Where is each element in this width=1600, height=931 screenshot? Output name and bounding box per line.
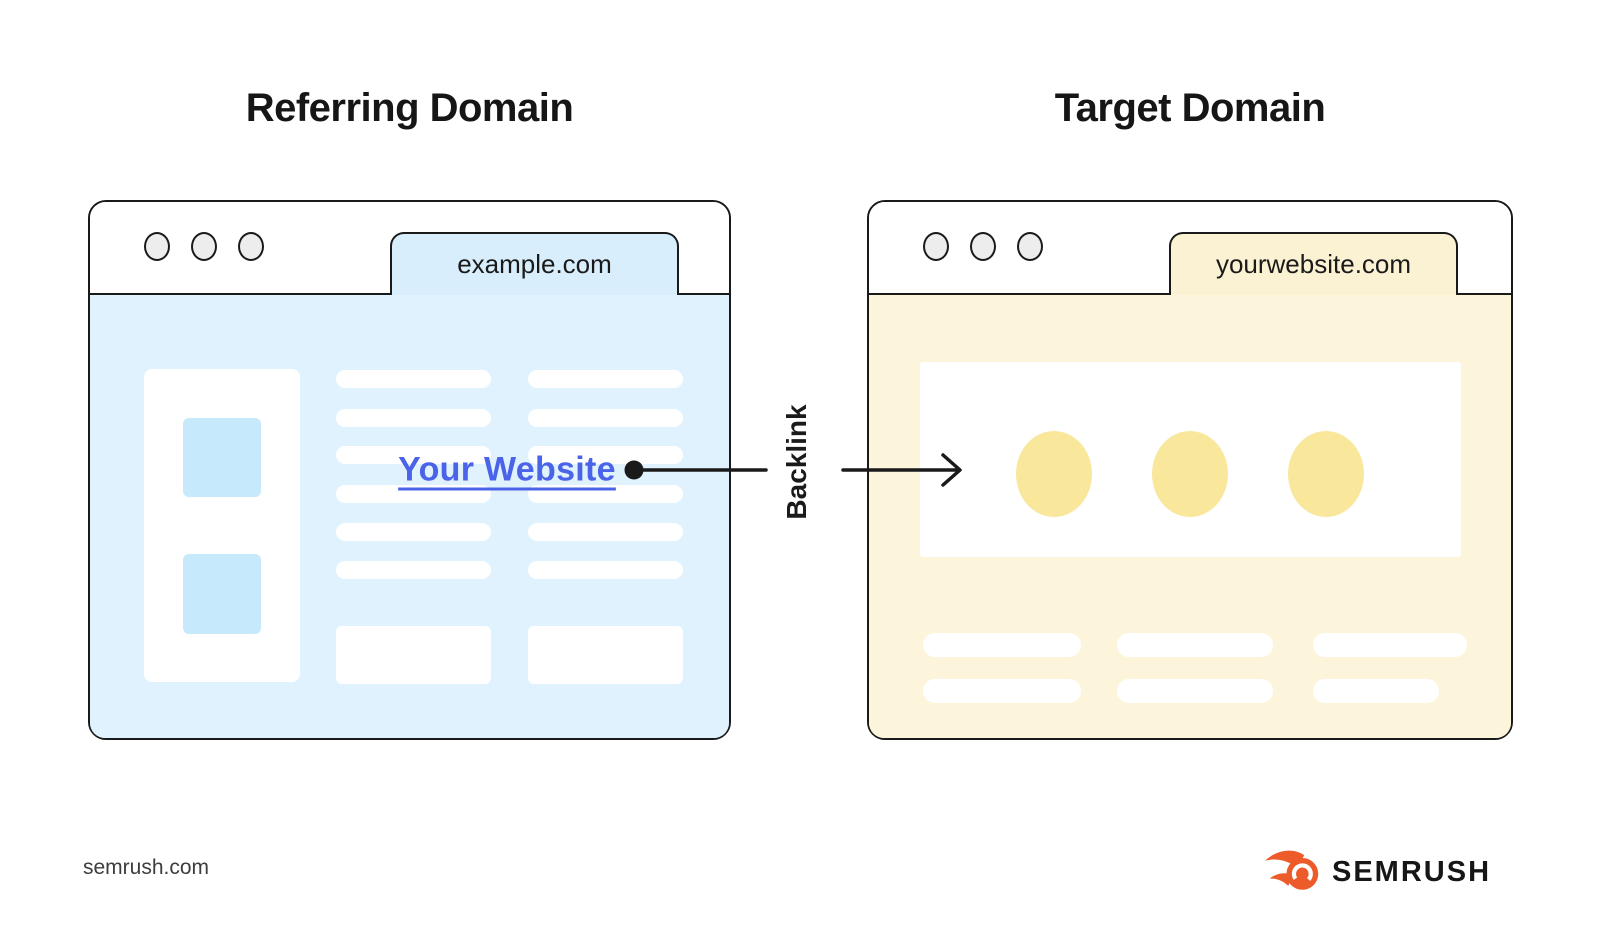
window-control-dot: [144, 232, 170, 261]
text-line-placeholder: [1117, 679, 1273, 703]
target-domain-title: Target Domain: [1054, 85, 1326, 130]
text-line-placeholder: [336, 446, 491, 464]
text-line-placeholder: [528, 446, 683, 464]
text-line-placeholder: [336, 561, 491, 579]
text-line-placeholder: [1313, 633, 1467, 657]
text-line-placeholder: [336, 370, 491, 388]
browser-tab-yourwebsite: yourwebsite.com: [1169, 232, 1458, 295]
sidebar-placeholder: [144, 369, 300, 682]
text-line-placeholder: [528, 370, 683, 388]
footer-site-url: semrush.com: [83, 856, 210, 879]
backlink-label: Backlink: [781, 404, 812, 520]
text-line-placeholder: [528, 561, 683, 579]
window-control-dot: [191, 232, 217, 261]
text-line-placeholder: [528, 523, 683, 541]
semrush-logo-icon: [1264, 850, 1319, 890]
your-website-link[interactable]: Your Website: [398, 450, 616, 489]
referring-domain-window: example.com Your Website: [88, 200, 731, 740]
content-box-placeholder: [528, 626, 683, 684]
circle-placeholder: [1288, 431, 1364, 517]
text-line-placeholder: [1117, 633, 1273, 657]
text-line-placeholder: [528, 409, 683, 427]
semrush-logo-text: SEMRUSH: [1332, 855, 1492, 888]
window-control-dot: [970, 232, 996, 261]
text-line-placeholder: [923, 679, 1081, 703]
image-block-placeholder: [183, 418, 261, 497]
semrush-logo: SEMRUSH: [1264, 843, 1491, 901]
image-block-placeholder: [183, 554, 261, 634]
window-control-dot: [1017, 232, 1043, 261]
text-line-placeholder: [528, 485, 683, 503]
text-line-placeholder: [336, 523, 491, 541]
referring-domain-title: Referring Domain: [245, 85, 574, 130]
text-line-placeholder: [336, 409, 491, 427]
window-control-dot: [923, 232, 949, 261]
text-line-placeholder: [1313, 679, 1439, 703]
content-box-placeholder: [336, 626, 491, 684]
tab-label: example.com: [457, 249, 612, 279]
browser-tab-example: example.com: [390, 232, 679, 295]
tab-label: yourwebsite.com: [1215, 249, 1412, 279]
window-control-dot: [238, 232, 264, 261]
circle-placeholder: [1016, 431, 1092, 517]
text-line-placeholder: [336, 485, 491, 503]
circle-placeholder: [1152, 431, 1228, 517]
text-line-placeholder: [923, 633, 1081, 657]
target-domain-window: yourwebsite.com: [867, 200, 1513, 740]
